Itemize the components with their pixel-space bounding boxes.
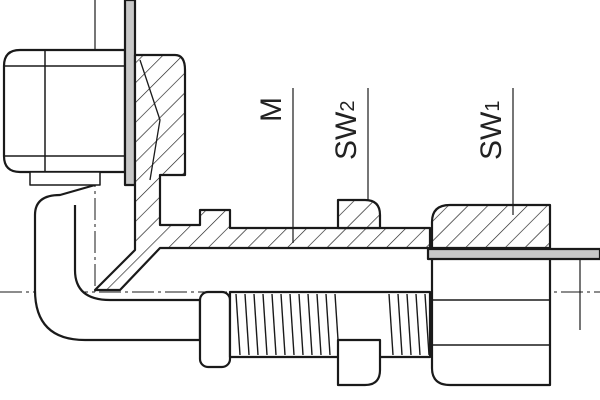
thread-line [235, 293, 241, 356]
thread-line [397, 293, 403, 356]
thread-line [406, 293, 412, 356]
thread-line [298, 293, 304, 356]
thread-line [388, 293, 394, 356]
right-union-nut-bottom [430, 256, 552, 387]
thread-line [307, 293, 313, 356]
thread-line [262, 293, 268, 356]
lock-nut-bottom [336, 338, 382, 387]
vertical-tube [123, 0, 137, 187]
label-sw1: SW1 [475, 101, 508, 160]
thread-line [289, 293, 295, 356]
thread-line [280, 293, 286, 356]
thread-line [424, 293, 430, 356]
lock-nut-top [336, 198, 382, 230]
right-union-nut-top [430, 203, 552, 250]
bulkhead-flange [198, 290, 232, 369]
left-union-nut [2, 48, 127, 174]
thread-line [325, 293, 331, 356]
label-m: M [255, 97, 288, 122]
thread [228, 290, 432, 359]
thread-line [253, 293, 259, 356]
elbow-outer [33, 178, 202, 342]
horizontal-tube [426, 247, 600, 261]
label-sw2: SW2 [330, 101, 363, 160]
thread-line [415, 293, 421, 356]
thread-line [271, 293, 277, 356]
thread-line [316, 293, 322, 356]
thread-line [244, 293, 250, 356]
body-section [93, 53, 432, 292]
